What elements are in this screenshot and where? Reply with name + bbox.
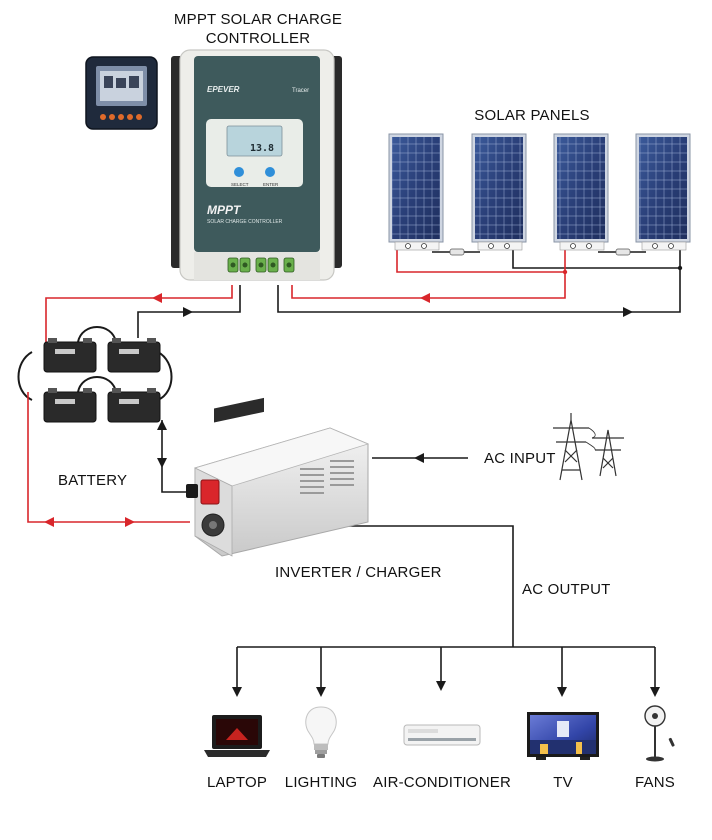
wire-battery-negative-to-inverter bbox=[161, 420, 190, 493]
solar-panel bbox=[471, 133, 527, 251]
wire-battery-loop-right bbox=[157, 351, 173, 401]
wire-battery-positive-to-inverter bbox=[27, 392, 190, 523]
wire-solar-negative-to-controller bbox=[277, 246, 681, 313]
inverter-positive-terminal bbox=[200, 479, 220, 505]
inverter-label: INVERTER / CHARGER bbox=[275, 564, 442, 581]
arrow-ac-input bbox=[414, 453, 424, 463]
junction-dot-positive bbox=[562, 269, 568, 275]
controller-lcd-reading: 13.8 bbox=[250, 143, 274, 154]
battery-label: BATTERY bbox=[58, 472, 128, 489]
flow-arrows bbox=[44, 293, 660, 697]
arrow-load-lighting bbox=[316, 687, 326, 697]
arrow-load-tv bbox=[557, 687, 567, 697]
battery-bank bbox=[43, 338, 161, 423]
battery-unit bbox=[43, 388, 97, 423]
controller-select-label: SELECT bbox=[231, 182, 249, 187]
arrow-red-solar-to-controller bbox=[420, 293, 430, 303]
light-bulb-icon bbox=[305, 706, 337, 758]
remote-meter bbox=[85, 56, 158, 130]
load-label-air-conditioner: AIR-CONDITIONER bbox=[373, 774, 511, 791]
arrow-red-battery-inverter-left bbox=[44, 517, 54, 527]
ac-input-label: AC INPUT bbox=[484, 450, 556, 467]
controller-badge: MPPT bbox=[207, 203, 242, 217]
controller-enter-label: ENTER bbox=[263, 182, 279, 187]
wire-ac-output bbox=[332, 525, 514, 647]
arrow-red-controller-to-battery bbox=[152, 293, 162, 303]
fan-icon bbox=[644, 705, 675, 762]
inverter-charger bbox=[186, 397, 370, 557]
wire-battery-loop-left bbox=[17, 351, 33, 401]
controller-title-line-2: CONTROLLER bbox=[205, 30, 311, 47]
controller-enter-button[interactable] bbox=[265, 167, 275, 177]
wire-battery-positive-to-controller bbox=[45, 285, 233, 358]
arrow-load-fans bbox=[650, 687, 660, 697]
controller-terminals bbox=[227, 257, 295, 273]
load-label-tv: TV bbox=[553, 774, 573, 791]
junction-dot-negative bbox=[677, 265, 683, 271]
solar-panels-label: SOLAR PANELS bbox=[474, 107, 590, 124]
laptop-icon bbox=[204, 715, 270, 757]
controller-brand: EPEVER bbox=[207, 85, 240, 94]
inverter-vent bbox=[300, 460, 354, 494]
load-label-laptop: LAPTOP bbox=[206, 774, 268, 791]
battery-unit bbox=[43, 338, 97, 373]
solar-panel bbox=[553, 133, 609, 251]
load-label-fans: FANS bbox=[635, 774, 675, 791]
arrow-black-battery-to-controller bbox=[183, 307, 193, 317]
battery-unit bbox=[107, 338, 161, 373]
controller-lcd bbox=[226, 125, 283, 157]
solar-panel bbox=[635, 133, 691, 251]
controller-title: MPPT SOLAR CHARGE CONTROLLER bbox=[174, 10, 342, 48]
panel-connector bbox=[615, 248, 631, 256]
panel-connector bbox=[449, 248, 465, 256]
ac-output-label: AC OUTPUT bbox=[522, 581, 611, 598]
arrow-load-laptop bbox=[232, 687, 242, 697]
battery-unit bbox=[107, 388, 161, 423]
air-conditioner-icon bbox=[403, 724, 481, 746]
power-pylon-icon bbox=[553, 413, 624, 481]
solar-panels bbox=[388, 133, 691, 256]
arrow-load-air-conditioner bbox=[436, 681, 446, 691]
inverter-control-panel bbox=[214, 397, 264, 423]
wire-battery-link-middle bbox=[77, 376, 117, 393]
inverter-negative-terminal bbox=[186, 484, 198, 498]
tv-icon bbox=[527, 712, 599, 760]
wire-battery-link-top bbox=[77, 326, 117, 343]
solar-panel bbox=[388, 133, 444, 251]
arrow-black-controller-to-solar bbox=[623, 307, 633, 317]
wire-solar-positive-to-controller bbox=[291, 246, 566, 299]
controller-select-button[interactable] bbox=[234, 167, 244, 177]
arrow-black-battery-to-inverter-down bbox=[157, 458, 167, 468]
controller-model: Tracer bbox=[292, 88, 309, 94]
arrow-black-inverter-to-battery-up bbox=[157, 420, 167, 430]
charge-controller: EPEVER Tracer 13.8 SELECT ENTER MPPT SOL… bbox=[171, 49, 342, 281]
controller-title-line-1: MPPT SOLAR CHARGE bbox=[173, 11, 343, 28]
load-label-lighting: LIGHTING bbox=[284, 774, 358, 791]
arrow-red-battery-inverter-right bbox=[125, 517, 135, 527]
controller-subtitle: SOLAR CHARGE CONTROLLER bbox=[207, 219, 283, 225]
